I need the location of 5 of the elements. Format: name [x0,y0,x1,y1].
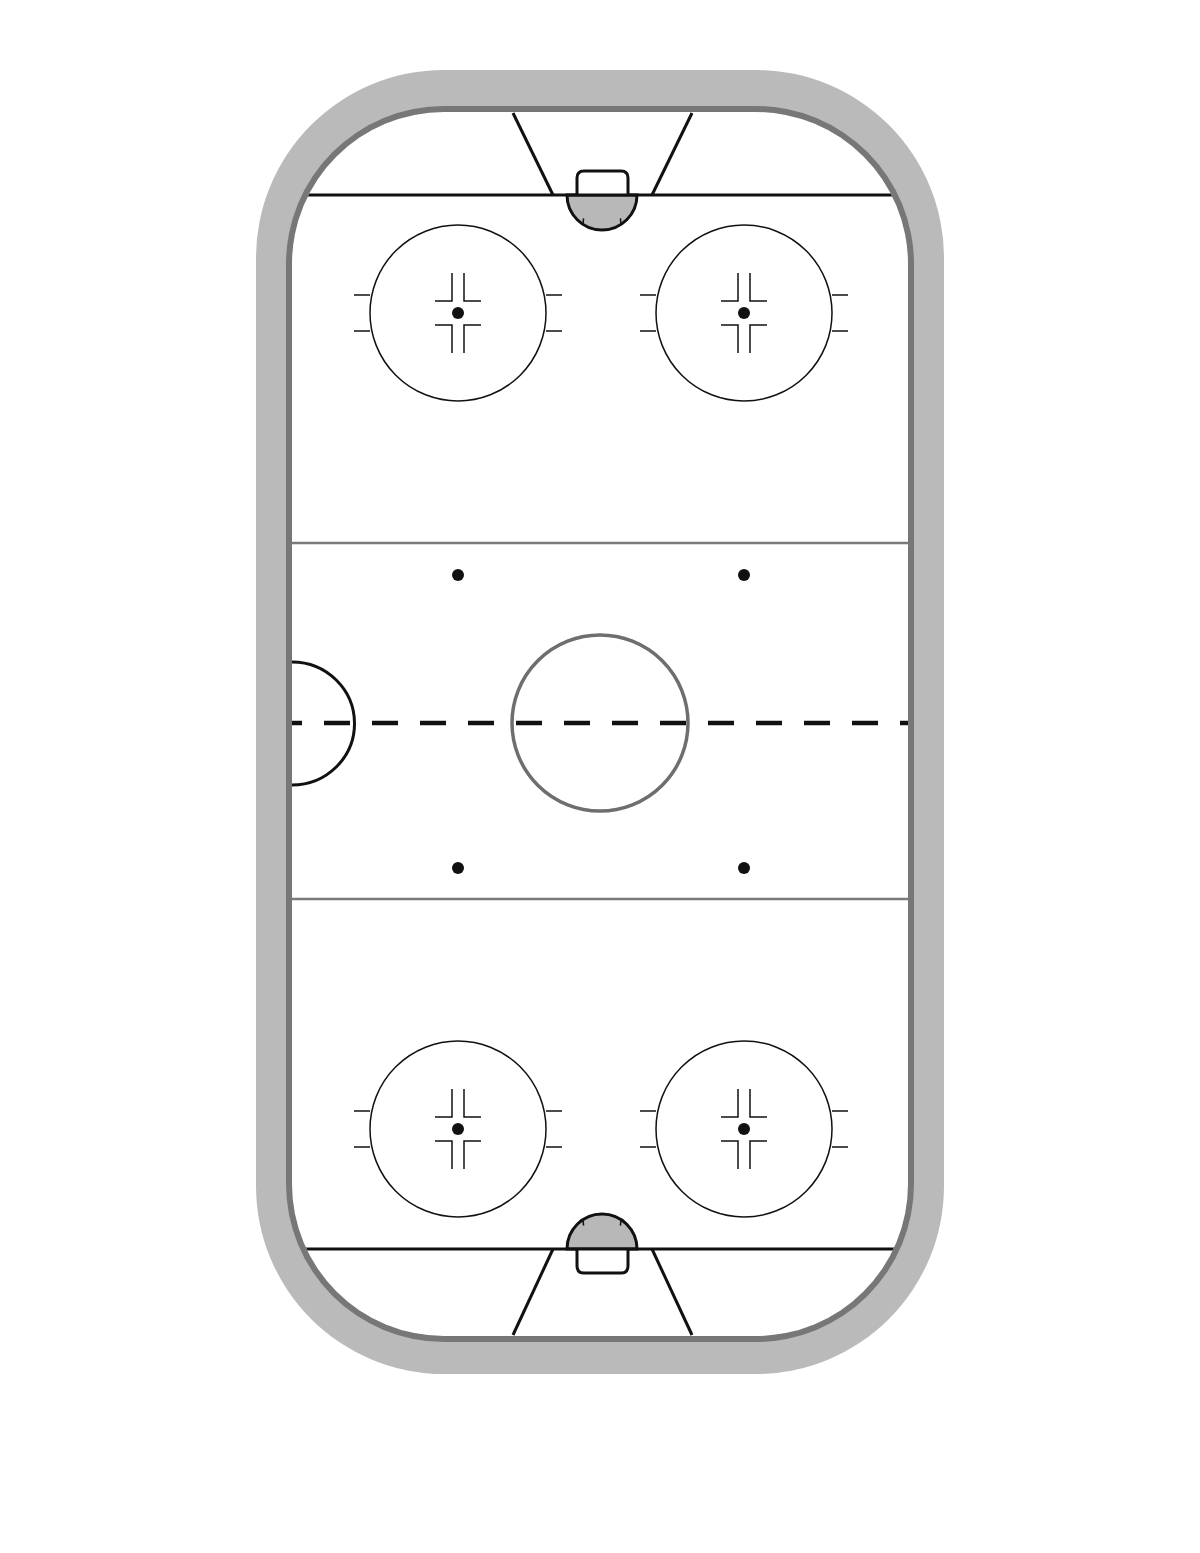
faceoff-circle [369,1040,547,1218]
faceoff-circle [655,224,833,402]
center-circle [510,633,690,813]
faceoff-circle [655,1040,833,1218]
faceoff-circle [369,224,547,402]
